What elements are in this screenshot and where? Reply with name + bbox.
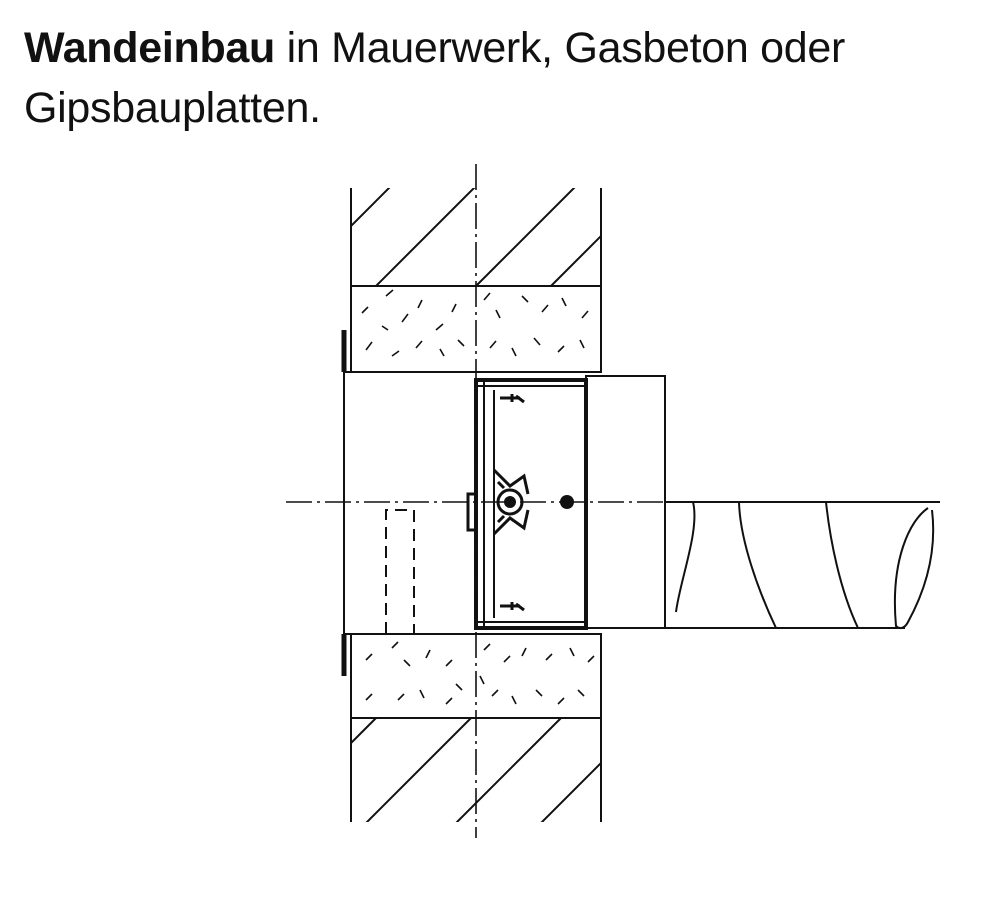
lower-wall-hatching [351,718,601,822]
caption-text: in Mauerwerk, Gasbeton oder Gipsbauplatt… [24,24,846,132]
dashed-insert [385,509,415,634]
wall-sleeve [343,371,588,635]
caption-bold: Wandeinbau [24,24,276,72]
upper-wall-hatching [351,188,601,286]
masonry-wall [350,188,602,822]
flexible-duct [665,501,940,630]
figure-caption: Wandeinbau in Mauerwerk, Gasbeton oder G… [24,18,984,138]
center-lines [286,164,665,838]
